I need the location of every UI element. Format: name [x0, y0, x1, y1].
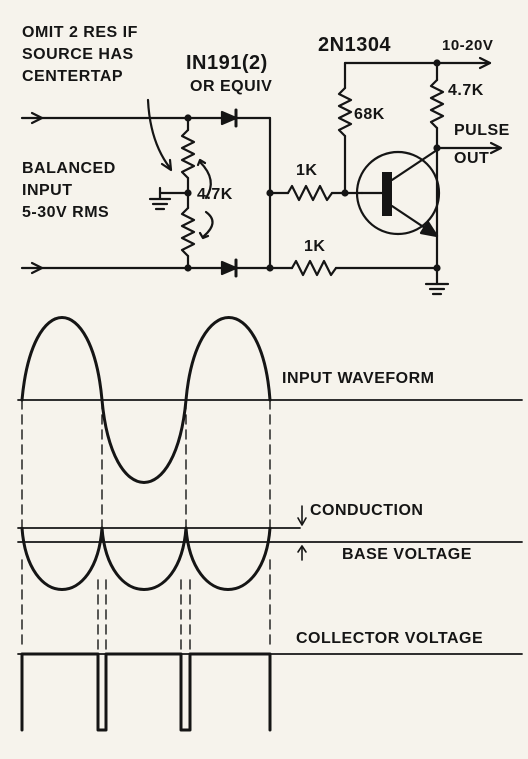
timing-guides — [21, 399, 271, 651]
balanced-input-line-1: BALANCED — [22, 160, 116, 177]
diode-alt-label: OR EQUIV — [190, 78, 273, 95]
conduction-label: CONDUCTION — [310, 502, 424, 519]
transistor-symbol — [355, 148, 441, 238]
lower-resistor-label: 1K — [304, 238, 326, 255]
supply-label: 10-20V — [442, 37, 494, 54]
diode-label: IN191(2) — [186, 52, 268, 74]
base-voltage-label: BASE VOLTAGE — [342, 546, 472, 563]
collector-voltage-label: COLLECTOR VOLTAGE — [296, 630, 484, 647]
input-wires — [20, 111, 190, 275]
note-arrow — [146, 98, 173, 172]
note-line-3: CENTERTAP — [22, 68, 124, 85]
note-line-1: OMIT 2 RES IF — [22, 24, 138, 41]
pot-label: 4.7K — [197, 186, 233, 203]
supply-network — [337, 56, 503, 296]
base-voltage-waveform — [17, 505, 523, 591]
note-line-2: SOURCE HAS — [22, 46, 134, 63]
collector-resistor-label: 4.7K — [448, 82, 484, 99]
base-resistor-label: 68K — [354, 106, 385, 123]
balanced-input-line-2: INPUT — [22, 182, 73, 199]
balanced-input-line-3: 5-30V RMS — [22, 204, 110, 221]
input-waveform-label: INPUT WAVEFORM — [282, 370, 435, 387]
upper-resistor-label: 1K — [296, 162, 318, 179]
pulse-out-line-2: OUT — [454, 150, 490, 167]
series-resistors — [268, 184, 441, 277]
pulse-out-line-1: PULSE — [454, 122, 510, 139]
transistor-label: 2N1304 — [318, 34, 392, 56]
collector-voltage-waveform — [17, 652, 523, 732]
